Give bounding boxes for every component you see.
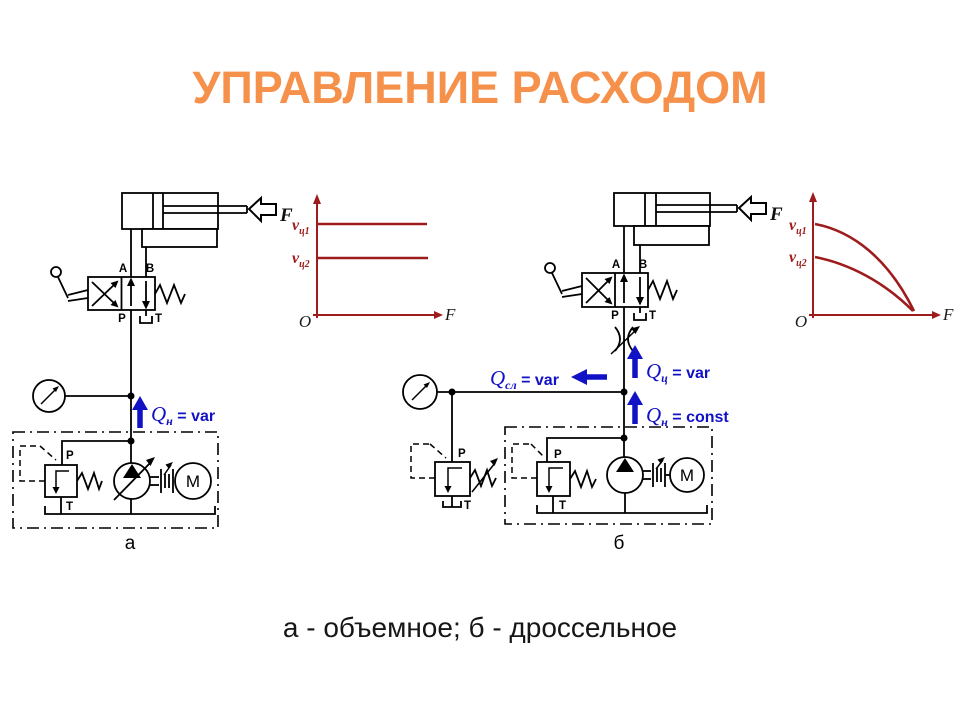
graph-b-v1-label: vц1 bbox=[789, 217, 807, 237]
tank-bus-a bbox=[44, 506, 216, 515]
power-unit-boundary-b bbox=[504, 426, 713, 525]
graph-b-xlabel: F bbox=[942, 305, 954, 324]
flow-annotation-cylinder-b: Qц = var bbox=[627, 345, 710, 385]
relief-p-label-a: P bbox=[66, 450, 74, 462]
tank-symbol-b bbox=[633, 313, 647, 321]
directional-valve-a: A B P T bbox=[50, 263, 186, 325]
port-p-label-b: P bbox=[611, 310, 619, 322]
graph-a-xlabel: F bbox=[444, 305, 456, 324]
coupling-b bbox=[643, 457, 670, 487]
relief-valve-a bbox=[19, 445, 103, 498]
tank-symbol-a bbox=[139, 316, 153, 324]
tank-symbol-overflow-b bbox=[442, 501, 462, 508]
relief-t-label-a: T bbox=[66, 501, 73, 513]
relief-valve-b bbox=[511, 443, 597, 497]
port-a-label-b: A bbox=[612, 259, 620, 271]
graph-b: vц1 vц2 O F bbox=[789, 192, 954, 331]
port-t-label-b: T bbox=[649, 310, 656, 322]
throttle-valve-b bbox=[610, 326, 640, 355]
port-t-label: T bbox=[155, 313, 162, 325]
diagram-letter-b: б bbox=[614, 533, 625, 554]
curve-vc1-b bbox=[814, 222, 916, 312]
hydraulic-cylinder-b bbox=[613, 192, 738, 273]
flow-label-qn-a: Qн = var bbox=[151, 402, 215, 428]
lever-knob-b bbox=[544, 262, 556, 274]
flow-label-qdrain-b: Qсл = var bbox=[490, 366, 559, 392]
overflow-t-label-b: T bbox=[464, 500, 471, 512]
relief-p-label-b: P bbox=[554, 449, 562, 461]
graph-a: vц1 vц2 O F bbox=[292, 194, 456, 331]
relief-t-label-b: T bbox=[559, 500, 566, 512]
graph-b-v2-label: vц2 bbox=[789, 249, 807, 269]
fixed-pump-b bbox=[606, 456, 644, 494]
flow-annotation-pump-a: Qн = var bbox=[132, 396, 215, 428]
force-arrow-b bbox=[737, 194, 767, 223]
graph-b-origin: O bbox=[795, 312, 807, 331]
port-b-label-b: B bbox=[639, 259, 647, 271]
pressure-gauge-b bbox=[402, 374, 438, 410]
graph-a-origin: O bbox=[299, 312, 311, 331]
slide-caption: а - объемное; б - дроссельное bbox=[282, 612, 678, 643]
overflow-valve-b: P T bbox=[410, 392, 498, 512]
graph-a-v1-label: vц1 bbox=[292, 217, 310, 237]
page-title: УПРАВЛЕНИЕ РАСХОДОМ bbox=[192, 62, 768, 113]
pressure-gauge-a bbox=[32, 379, 135, 413]
force-arrow-a bbox=[247, 195, 277, 224]
flow-annotation-pump-b: Qн = const bbox=[627, 391, 729, 429]
port-p-label: P bbox=[118, 313, 126, 325]
hydraulic-cylinder-a bbox=[121, 192, 248, 277]
flow-label-qn-b: Qн = const bbox=[646, 403, 729, 429]
variable-pump-a bbox=[113, 457, 155, 501]
force-label-b: F bbox=[769, 204, 783, 225]
valve-spring-a bbox=[154, 282, 186, 306]
motor-label-b: M bbox=[680, 466, 694, 485]
power-unit-b: P T bbox=[504, 426, 713, 525]
electric-motor-a: M bbox=[174, 462, 212, 500]
diagram-letter-a: а bbox=[125, 533, 136, 554]
motor-label-a: M bbox=[186, 472, 200, 491]
directional-valve-b: A B P T bbox=[544, 259, 678, 322]
tank-bus-b bbox=[536, 505, 708, 514]
port-a-label: A bbox=[119, 263, 127, 275]
power-unit-a: P T bbox=[12, 431, 219, 529]
flow-annotation-drain-b: Qсл = var bbox=[490, 366, 607, 392]
flow-label-qc-b: Qц = var bbox=[646, 359, 710, 385]
coupling-a bbox=[150, 462, 174, 493]
graph-a-v2-label: vц2 bbox=[292, 250, 310, 270]
valve-spring-b bbox=[647, 278, 678, 302]
curve-vc2-b bbox=[814, 255, 914, 312]
power-unit-boundary-a bbox=[12, 431, 219, 529]
diagram-b: F A B P bbox=[402, 192, 954, 554]
electric-motor-b: M bbox=[669, 457, 705, 493]
overflow-p-label-b: P bbox=[458, 448, 466, 460]
diagram-a: F A B P bbox=[12, 192, 456, 554]
lever-knob-a bbox=[50, 266, 62, 278]
force-label-a: F bbox=[279, 205, 293, 226]
port-b-label: B bbox=[146, 263, 154, 275]
